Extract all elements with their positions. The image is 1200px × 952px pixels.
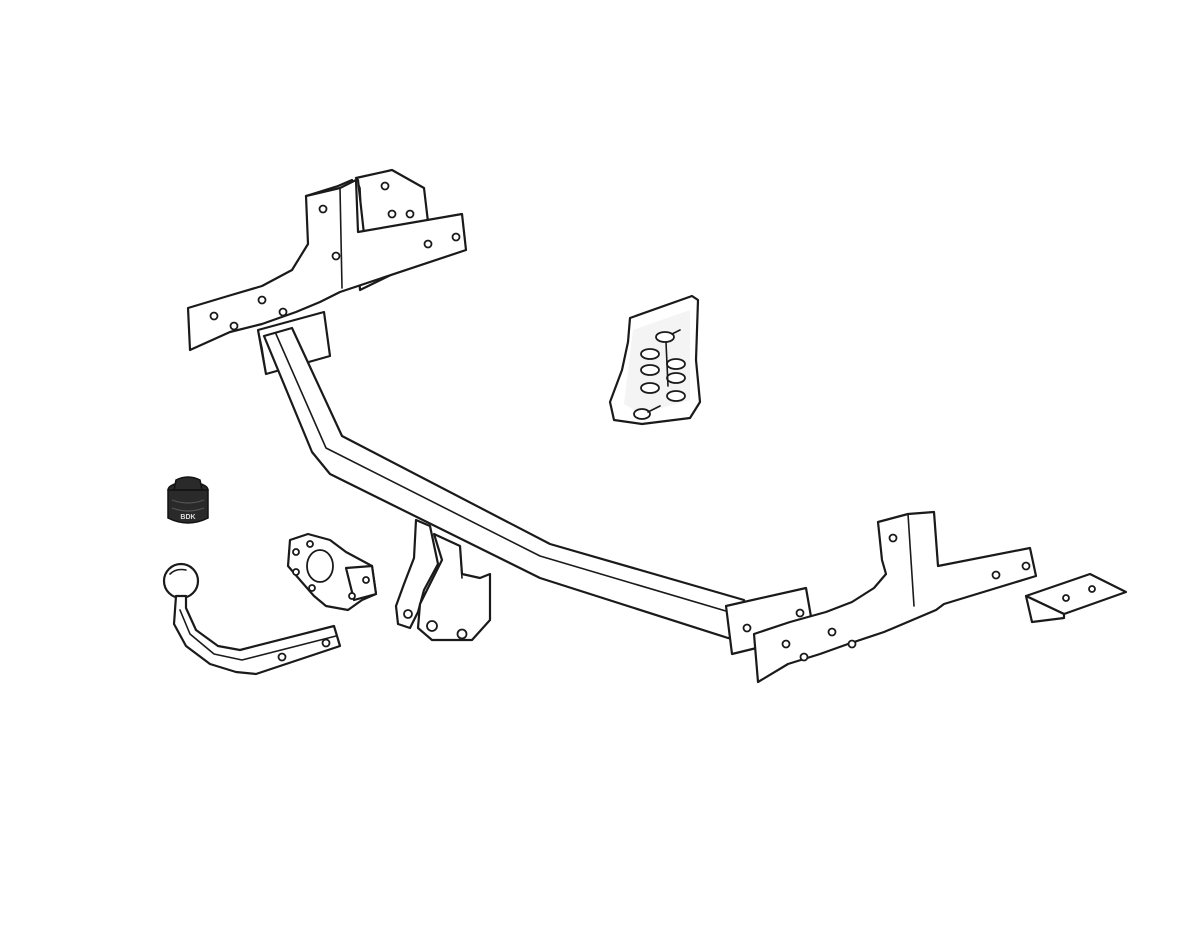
socket-cover-logo: BDK — [180, 514, 195, 521]
electrical-socket-cover: BDK — [167, 476, 209, 524]
main-crossbar — [256, 310, 816, 656]
bolt-kit-card — [608, 294, 702, 426]
bolt-icon — [633, 405, 661, 420]
socket-plate — [286, 532, 378, 612]
tow-ball-neck — [162, 562, 342, 676]
bolt-icon — [655, 329, 681, 343]
center-socket-bracket — [394, 518, 492, 642]
left-mounting-bracket — [186, 168, 468, 352]
small-angle-bracket — [1024, 572, 1128, 624]
right-mounting-bracket — [752, 510, 1038, 684]
